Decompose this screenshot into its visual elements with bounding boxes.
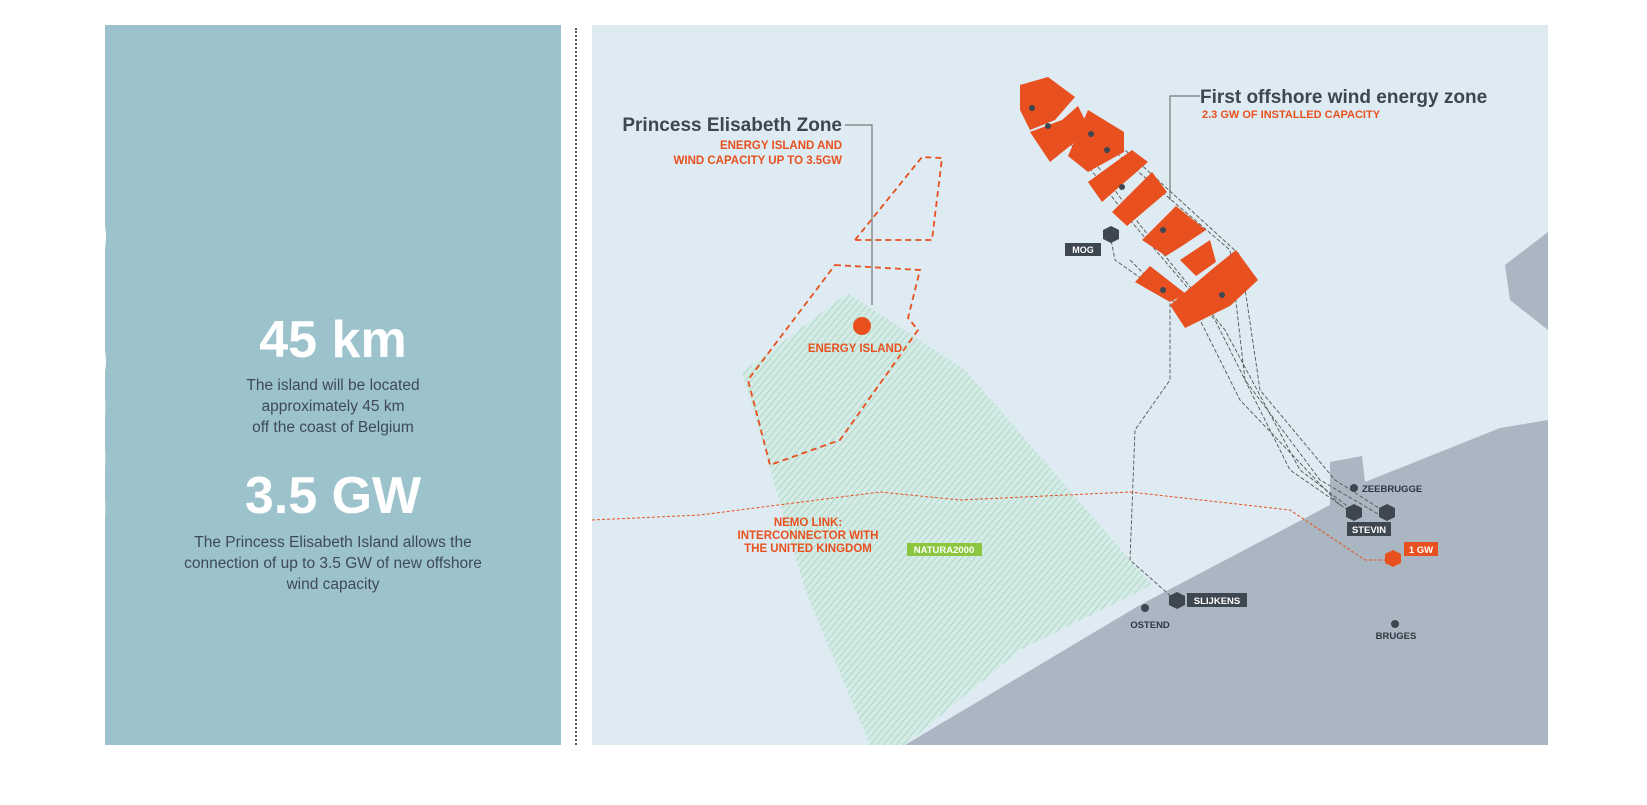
fact-capacity-value: 3.5 GW	[244, 467, 422, 525]
desc-line: wind capacity	[286, 576, 380, 593]
leader-line-pe	[845, 124, 873, 305]
pe-zone-title: Princess Elisabeth Zone	[622, 115, 842, 136]
land-northeast	[1505, 232, 1548, 330]
nemo-label-3: THE UNITED KINGDOM	[744, 543, 872, 555]
key-facts-heading: KEY FACTS	[23, 205, 125, 745]
natura2000-area	[742, 293, 1152, 745]
energy-island-marker	[853, 317, 871, 335]
stevin-station: STEVIN	[1346, 504, 1395, 536]
fact-distance-description: The island will be located approximately…	[105, 375, 561, 438]
one-gw-label: 1 GW	[1409, 545, 1433, 556]
slijkens-station: SLIJKENS	[1169, 592, 1247, 609]
energy-island-label: ENERGY ISLAND	[808, 343, 902, 355]
first-wind-zone-farms	[1020, 77, 1258, 328]
turbine-substation-dots	[1029, 105, 1225, 298]
desc-line: off the coast of Belgium	[252, 419, 414, 436]
leader-line-first-zone	[1169, 95, 1200, 200]
natura-badge	[907, 543, 982, 556]
natura-label: NATURA2000	[914, 545, 975, 556]
zeebrugge-label: ZEEBRUGGE	[1362, 484, 1422, 495]
desc-line: The Princess Elisabeth Island allows the	[194, 534, 472, 551]
ostend-label: OSTEND	[1130, 620, 1170, 631]
key-facts-panel	[105, 25, 561, 745]
mog-label: MOG	[1072, 245, 1094, 255]
land	[905, 420, 1548, 745]
bruges-dot	[1391, 620, 1399, 628]
zeebrugge-dot	[1350, 484, 1358, 492]
nemo-label-2: INTERCONNECTOR WITH	[738, 530, 879, 542]
first-zone-title: First offshore wind energy zone	[1200, 87, 1487, 108]
nemo-label-1: NEMO LINK:	[774, 517, 842, 529]
nemo-link-cable	[591, 491, 1385, 561]
dotted-divider	[575, 28, 577, 745]
pe-zone-sub1: ENERGY ISLAND AND	[720, 140, 842, 152]
princess-elisabeth-zone-boundary	[747, 156, 944, 467]
desc-line: connection of up to 3.5 GW of new offsho…	[184, 555, 482, 572]
mog-station: MOG	[1065, 226, 1119, 256]
ostend-dot	[1141, 604, 1149, 612]
one-gw-station: 1 GW	[1385, 542, 1438, 567]
stevin-label: STEVIN	[1352, 525, 1386, 536]
fact-capacity-description: The Princess Elisabeth Island allows the…	[105, 532, 561, 595]
slijkens-label: SLIJKENS	[1194, 596, 1240, 607]
desc-line: approximately 45 km	[261, 398, 405, 415]
fact-distance-value: 45 km	[259, 311, 407, 369]
bruges-label: BRUGES	[1376, 631, 1417, 642]
pe-zone-sub2: WIND CAPACITY UP TO 3.5GW	[674, 155, 843, 167]
desc-line: The island will be located	[246, 377, 420, 394]
first-zone-subtitle: 2.3 GW OF INSTALLED CAPACITY	[1202, 109, 1381, 121]
